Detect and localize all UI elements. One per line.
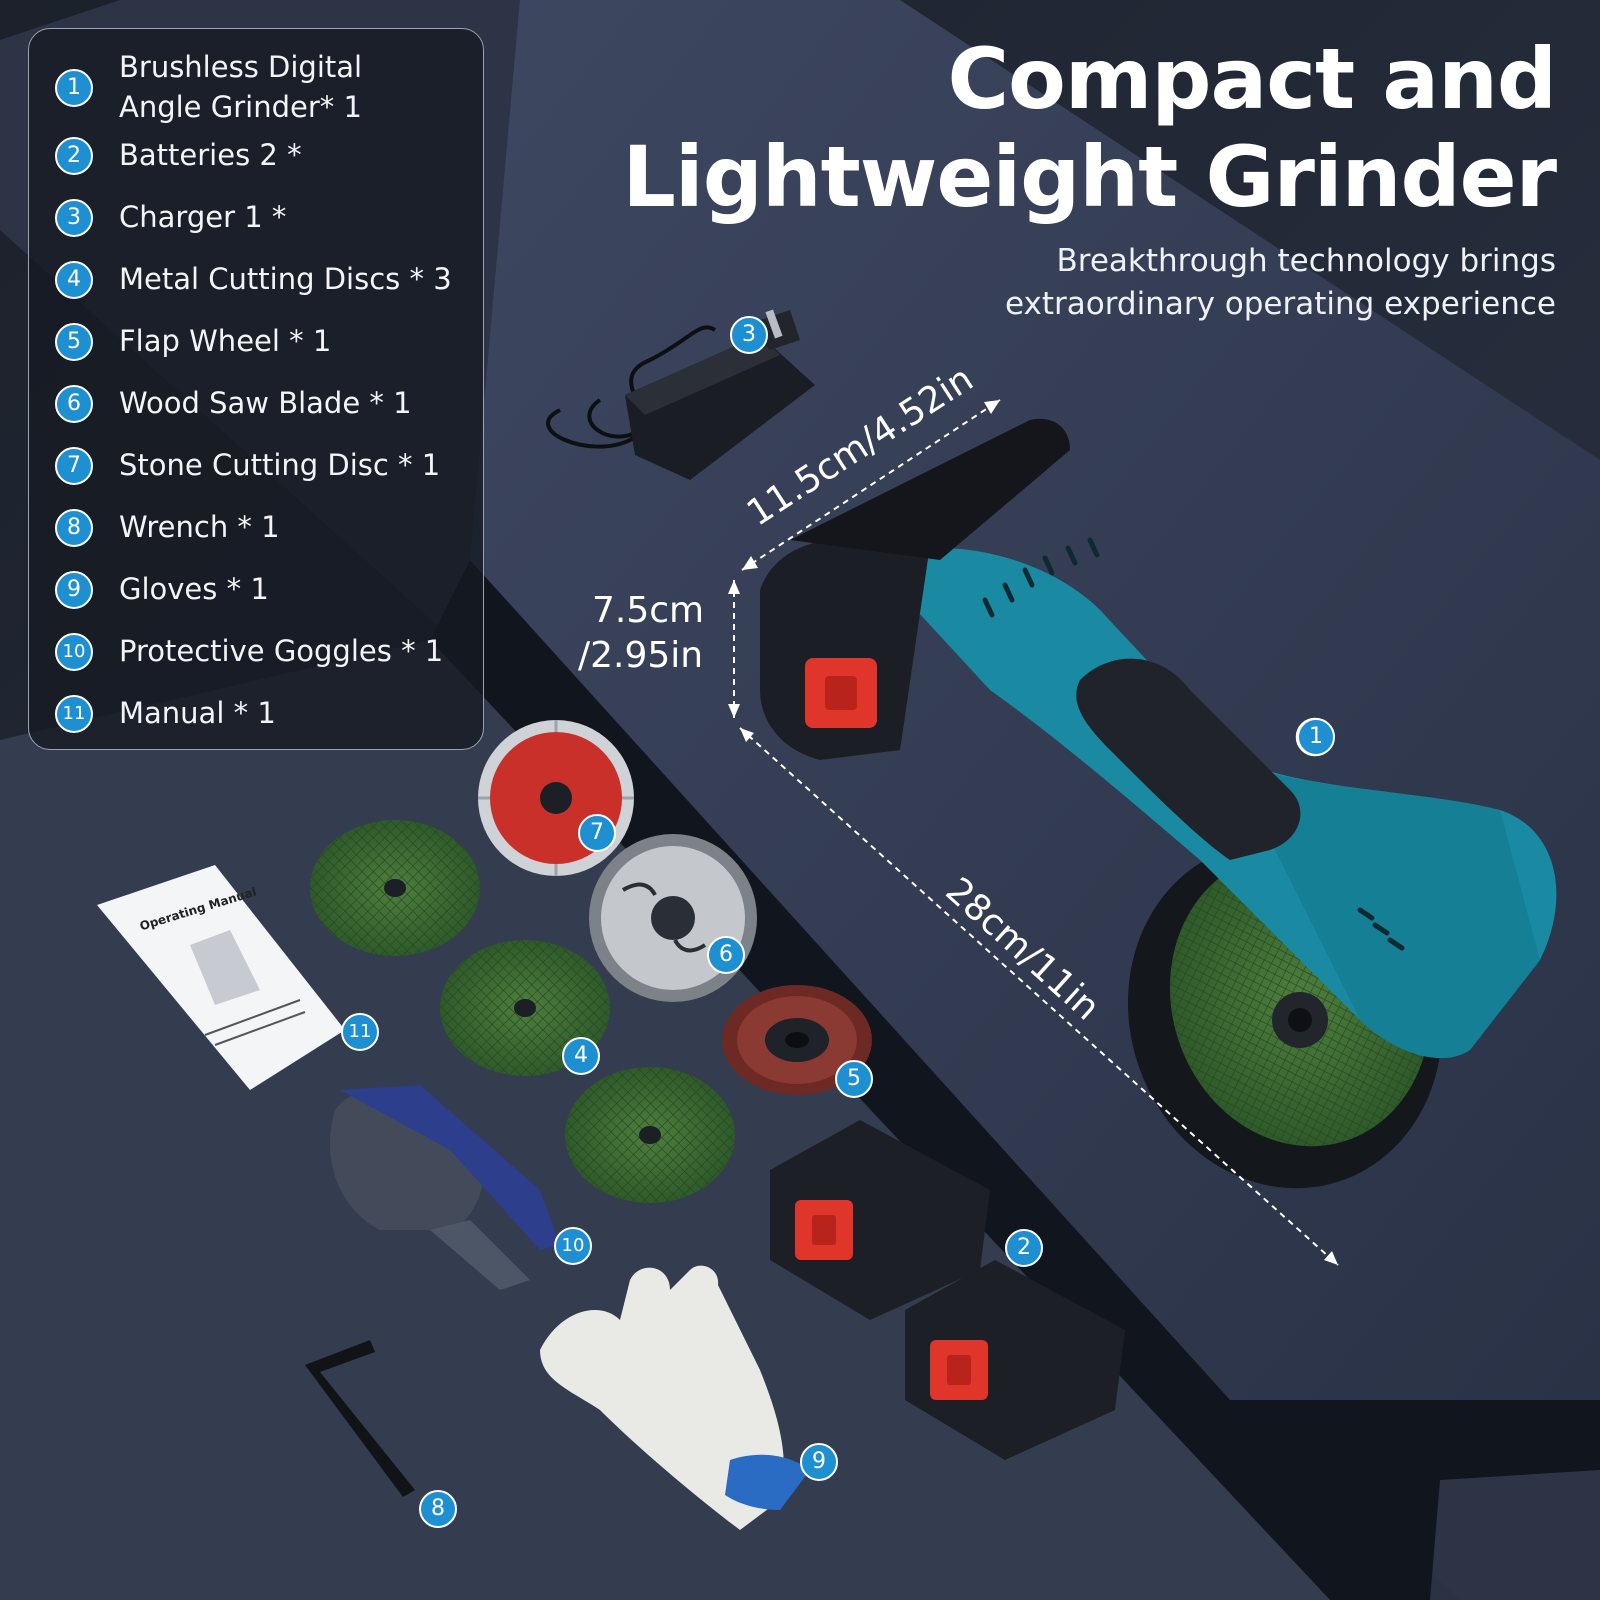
contents-panel: 1 Brushless Digital Angle Grinder* 1 2 B… <box>28 28 484 750</box>
contents-item: 1 Brushless Digital Angle Grinder* 1 <box>29 47 485 124</box>
disc-icon <box>310 820 480 956</box>
height-dimension-label-line1: 7.5cm <box>592 590 705 631</box>
height-dimension-label-line2: /2.95in <box>578 635 704 676</box>
contents-item: 9 Gloves * 1 <box>29 565 485 615</box>
item-number-badge: 1 <box>55 69 93 107</box>
item-label: Gloves * 1 <box>119 572 269 606</box>
item-number-badge: 2 <box>55 137 93 175</box>
item-label: Manual * 1 <box>119 696 276 730</box>
item-label: Stone Cutting Disc * 1 <box>119 448 441 482</box>
callout-gloves: 9 <box>800 1443 838 1481</box>
item-number-badge: 3 <box>55 199 93 237</box>
item-number-badge: 8 <box>55 509 93 547</box>
item-number-badge: 9 <box>55 571 93 609</box>
dimension-lines <box>733 399 1339 1266</box>
flap-wheel-icon <box>722 985 872 1095</box>
item-number-badge: 6 <box>55 385 93 423</box>
item-number-badge: 10 <box>55 633 93 671</box>
item-label: Flap Wheel * 1 <box>119 324 332 358</box>
contents-item: 8 Wrench * 1 <box>29 503 485 553</box>
item-label: Brushless Digital Angle Grinder* 1 <box>119 50 363 124</box>
item-label: Batteries 2 * <box>119 138 302 172</box>
wrench-icon <box>305 1340 415 1497</box>
contents-item: 11 Manual * 1 <box>29 689 485 739</box>
contents-item: 6 Wood Saw Blade * 1 <box>29 379 485 429</box>
callout-charger: 3 <box>730 316 768 354</box>
contents-item: 4 Metal Cutting Discs * 3 <box>29 255 485 305</box>
saw-blade-icon <box>589 834 757 1002</box>
item-number-badge: 5 <box>55 323 93 361</box>
goggles-icon <box>330 1085 560 1290</box>
contents-item: 3 Charger 1 * <box>29 193 485 243</box>
page-subtitle: Breakthrough technology brings extraordi… <box>1004 243 1556 322</box>
manual-icon <box>97 865 345 1090</box>
page-title: Compact and Lightweight Grinder <box>622 30 1557 226</box>
charger-icon <box>546 309 815 480</box>
item-label: Metal Cutting Discs * 3 <box>119 262 452 296</box>
callout-manual: 11 <box>341 1013 379 1051</box>
contents-item: 2 Batteries 2 * <box>29 131 485 181</box>
item-label: Charger 1 * <box>119 200 287 234</box>
callout-metal-discs: 4 <box>562 1037 600 1075</box>
item-label: Protective Goggles * 1 <box>119 634 444 668</box>
item-number-badge: 4 <box>55 261 93 299</box>
battery-icon <box>905 1260 1125 1460</box>
callout-grinder: 1 <box>1297 718 1335 756</box>
contents-item: 10 Protective Goggles * 1 <box>29 627 485 677</box>
callout-goggles: 10 <box>554 1227 592 1265</box>
gloves-icon <box>540 1265 810 1530</box>
item-number-badge: 11 <box>55 695 93 733</box>
callout-batteries: 2 <box>1005 1229 1043 1267</box>
callout-saw-blade: 6 <box>707 936 745 974</box>
callout-stone-disc: 7 <box>578 814 616 852</box>
disc-icon <box>565 1067 735 1203</box>
callout-wrench: 8 <box>419 1490 457 1528</box>
callout-flap-wheel: 5 <box>835 1060 873 1098</box>
contents-item: 5 Flap Wheel * 1 <box>29 317 485 367</box>
item-number-badge: 7 <box>55 447 93 485</box>
item-label: Wrench * 1 <box>119 510 280 544</box>
battery-icon <box>770 1120 990 1320</box>
contents-item: 7 Stone Cutting Disc * 1 <box>29 441 485 491</box>
grinder-icon <box>760 418 1557 1189</box>
item-label: Wood Saw Blade * 1 <box>119 386 412 420</box>
disc-icon <box>478 720 634 876</box>
